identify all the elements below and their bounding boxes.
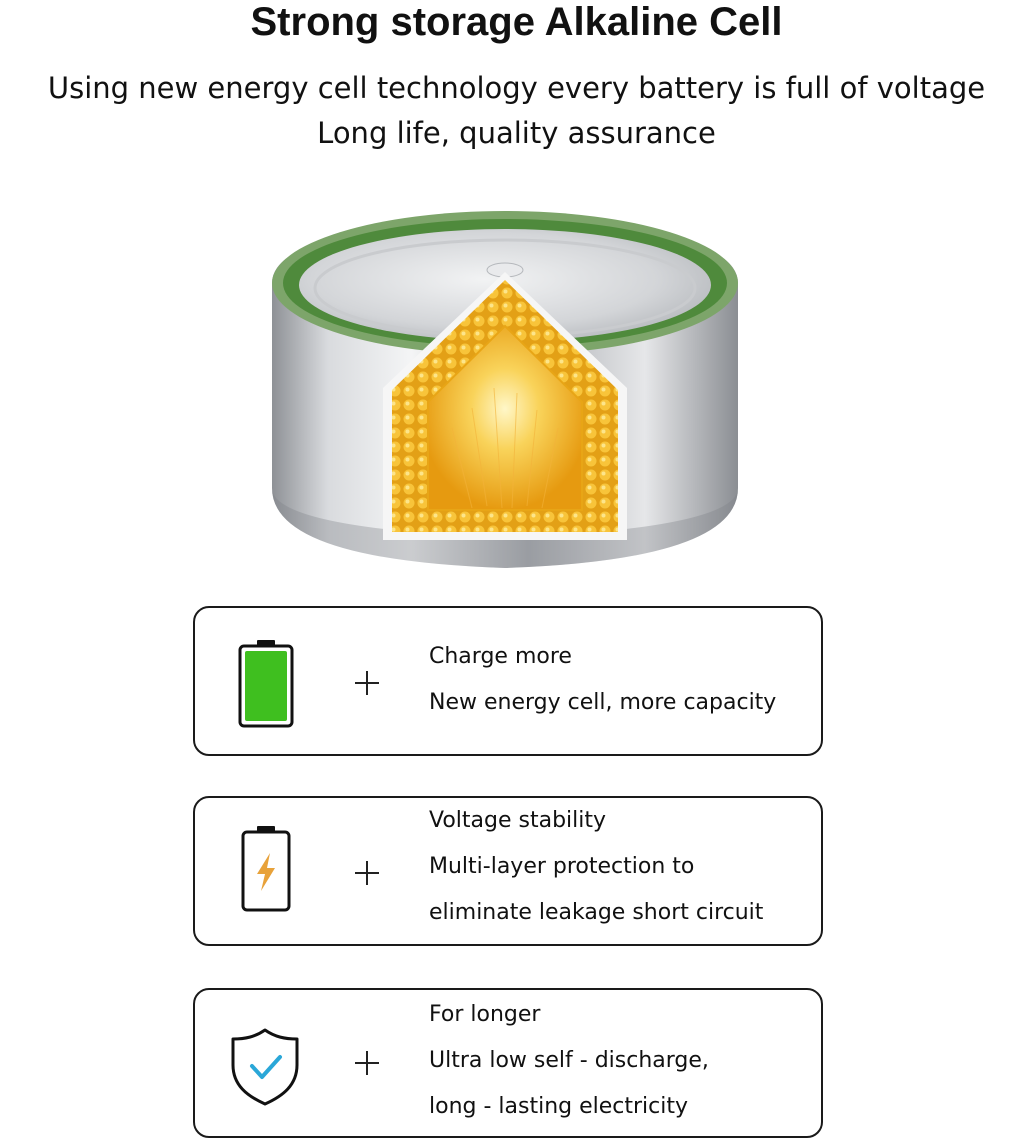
feature-card-longer: For longer Ultra low self - discharge, l…: [193, 988, 823, 1138]
feature-line: Charge more: [429, 644, 572, 669]
feature-text: Charge more New energy cell, more capaci…: [429, 642, 819, 734]
feature-line: long - lasting electricity: [429, 1094, 689, 1119]
feature-line: eliminate leakage short circuit: [429, 900, 764, 925]
feature-card-charge: Charge more New energy cell, more capaci…: [193, 606, 823, 756]
feature-line: Multi-layer protection to: [429, 854, 695, 879]
plus-icon: [355, 671, 379, 695]
feature-line: For longer: [429, 1002, 541, 1027]
plus-icon: [355, 861, 379, 885]
feature-text: For longer Ultra low self - discharge, l…: [429, 1000, 819, 1138]
feature-line: Voltage stability: [429, 808, 607, 833]
subtitle-line-1: Using new energy cell technology every b…: [47, 71, 986, 105]
feature-card-voltage: Voltage stability Multi-layer protection…: [193, 796, 823, 946]
feature-text: Voltage stability Multi-layer protection…: [429, 806, 819, 944]
feature-line: New energy cell, more capacity: [429, 690, 777, 715]
subtitle-line-2: Long life, quality assurance: [317, 116, 716, 150]
shield-check-icon: [225, 990, 305, 1136]
battery-lightning-icon: [225, 798, 305, 944]
button-cell-battery-image: [262, 188, 748, 573]
full-green-battery-icon: [225, 608, 305, 754]
plus-icon: [355, 1051, 379, 1075]
feature-line: Ultra low self - discharge,: [429, 1048, 709, 1073]
page-title: Strong storage Alkaline Cell: [250, 0, 783, 44]
